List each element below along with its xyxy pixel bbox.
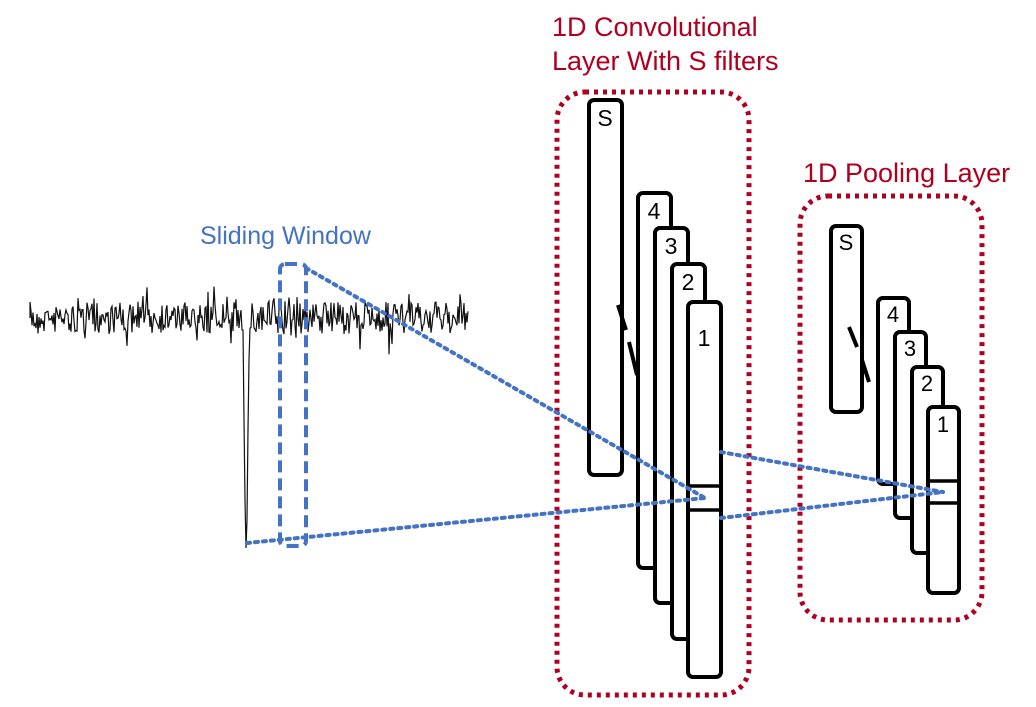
conv-layer-title: 1D Convolutional Layer With S filters bbox=[552, 10, 779, 78]
pool-filter-4-label: 4 bbox=[887, 302, 899, 327]
sliding-window-label: Sliding Window bbox=[200, 222, 371, 250]
pool-filter-S: S bbox=[829, 224, 864, 414]
conv-filter-3-label: 3 bbox=[665, 233, 678, 259]
pool-filter-2-label: 2 bbox=[921, 371, 933, 396]
conv-filter-S: S bbox=[587, 98, 624, 477]
sliding-window-box bbox=[278, 262, 308, 548]
window-projection-bottom bbox=[245, 496, 707, 545]
pool-filter-1: 1 bbox=[926, 405, 961, 595]
conv-layer-group bbox=[554, 89, 752, 698]
conv-filter-2-label: 2 bbox=[682, 269, 695, 295]
pool-layer-title: 1D Pooling Layer bbox=[803, 158, 1011, 188]
window-projection-top bbox=[304, 266, 707, 500]
pool-layer-group bbox=[797, 193, 985, 623]
conv-filter-S-label: S bbox=[597, 105, 612, 131]
pool-projection-bottom bbox=[719, 490, 945, 520]
conv-filter-1: 1 bbox=[686, 300, 723, 679]
conv-filter-4-label: 4 bbox=[648, 198, 661, 224]
pool-projection-top bbox=[719, 450, 945, 494]
conv-dash-ellipsis bbox=[616, 304, 639, 376]
pool-filter-1-label: 1 bbox=[937, 412, 949, 437]
conv-filter-1-label: 1 bbox=[698, 325, 711, 351]
pool-dash-ellipsis bbox=[847, 326, 871, 383]
pool-filter-3-label: 3 bbox=[904, 336, 916, 361]
conv-layer-title-line1: 1D Convolutional bbox=[552, 12, 758, 42]
signal-trace bbox=[29, 286, 469, 549]
pool-filter-S-label: S bbox=[839, 230, 854, 255]
conv-layer-title-line2: Layer With S filters bbox=[552, 46, 779, 76]
